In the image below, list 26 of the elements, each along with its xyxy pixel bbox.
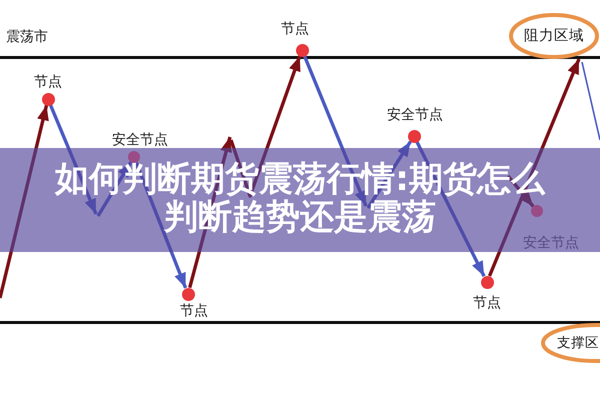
node-dot [296,44,308,56]
node-dot [182,288,194,300]
node-label: 节点 [473,296,501,311]
arrow [134,162,188,289]
node-dot [408,130,420,142]
arrow [415,141,486,277]
node-label: 节点 [281,22,309,37]
arrow [229,56,302,198]
node-dot [531,205,543,217]
node-label: 安全节点 [523,236,579,251]
arrow [302,55,368,207]
node-label: 安全节点 [387,108,443,123]
arrow [48,104,98,215]
arrow [488,58,581,277]
node-dot [128,151,140,163]
arrow [96,161,132,217]
node-label: 安全节点 [112,133,168,148]
node-dot [42,92,54,106]
chart-label: 震荡市 [6,29,48,45]
arrow [0,104,49,298]
zone-label: 阻力区域 [524,28,584,44]
zone-label: 支撑区 [557,334,599,352]
node-label: 节点 [34,75,62,90]
node-dot [480,276,494,288]
node-label: 节点 [180,304,208,319]
zone-ellipse [509,13,599,59]
